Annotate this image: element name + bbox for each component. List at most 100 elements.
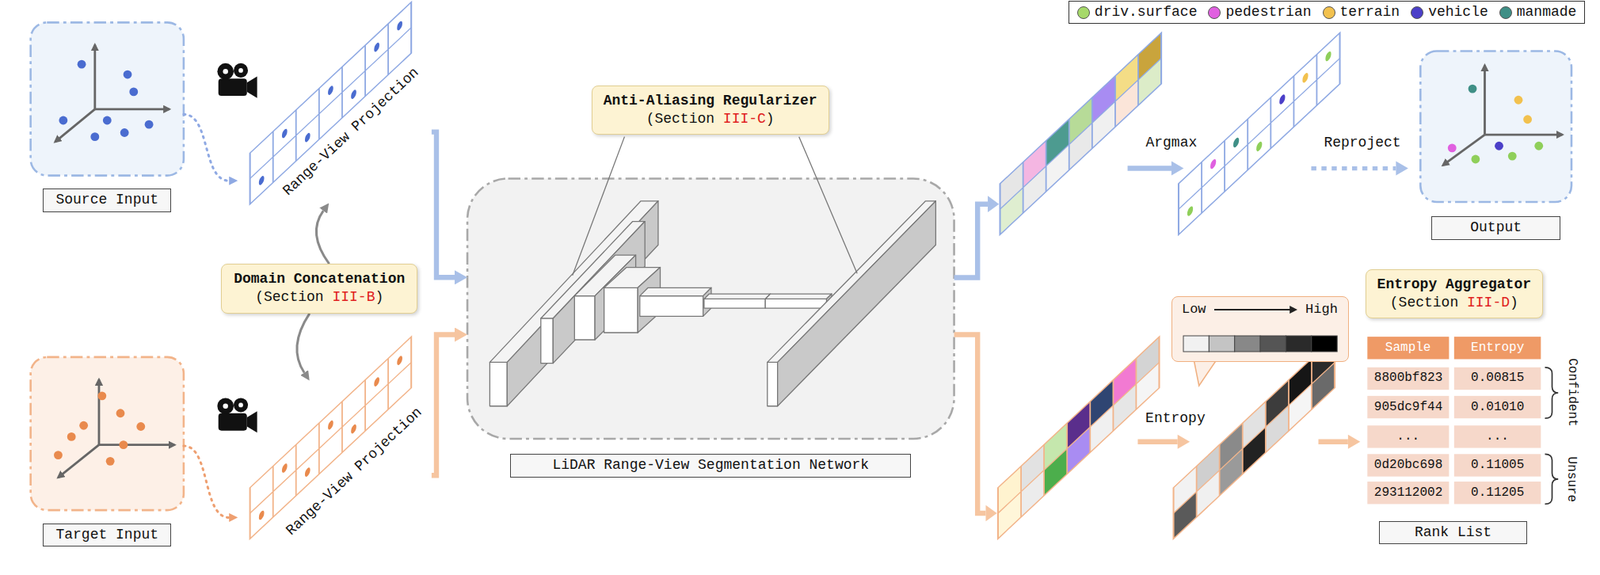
label-grid (1302, 71, 1308, 85)
connector (316, 210, 329, 264)
legend-item: pedestrian (1207, 3, 1311, 22)
box-title: Domain Concatenation (231, 270, 408, 289)
prediction-grid (1138, 58, 1162, 106)
output-point-cloud (1443, 134, 1486, 166)
output-point-cloud (1523, 114, 1532, 124)
entropy-grid (1265, 405, 1289, 453)
network-illustration (489, 201, 936, 407)
output-point-cloud (1514, 95, 1524, 105)
label-grid (1178, 32, 1341, 235)
rank-table (1367, 336, 1449, 359)
section-number: III-D (1466, 294, 1510, 311)
source-point-cloud (90, 132, 100, 141)
network-illustration (572, 137, 858, 276)
connector (431, 132, 455, 279)
target-point-cloud (97, 391, 107, 400)
prediction-grid (998, 336, 1160, 539)
legend-swatch (1322, 6, 1336, 20)
prediction-grid (1115, 80, 1139, 127)
output-point-cloud (1468, 84, 1478, 94)
module-box: Anti-Aliasing Regularizer(Section III-C) (591, 85, 830, 136)
legend-item: terrain (1322, 3, 1401, 22)
prediction-grid (1000, 32, 1162, 235)
source-point-cloud (93, 45, 96, 110)
prediction-grid (1089, 405, 1113, 453)
output-point-cloud (1534, 141, 1543, 151)
network-illustration (552, 221, 645, 364)
prediction-grid (998, 491, 1021, 539)
rank-table (1454, 396, 1542, 419)
table-cell: 8800bf823 (1374, 369, 1443, 387)
source-point-cloud (30, 22, 184, 176)
label-grid (1256, 139, 1262, 153)
network-illustration (506, 201, 659, 407)
network-illustration (467, 137, 955, 439)
network-region: LiDAR Range-View Segmentation Network (467, 178, 955, 439)
legend-item: vehicle (1410, 3, 1489, 22)
range-view-projection: Range-View Projection (237, 380, 432, 557)
prediction-grid (1112, 384, 1136, 431)
section-number: III-B (331, 289, 375, 305)
flow-arrow (1318, 439, 1348, 445)
network-illustration (777, 201, 937, 407)
bracket-label: Unsure (1562, 457, 1580, 503)
prediction-grid (1066, 426, 1090, 474)
callout-tail (1193, 360, 1216, 386)
source-point-cloud (95, 107, 170, 111)
target-point-cloud (53, 450, 63, 460)
network-illustration (765, 293, 832, 299)
output-point-cloud (1470, 155, 1480, 164)
network-illustration (640, 287, 712, 296)
network-illustration (574, 296, 595, 340)
prediction-grid (1069, 122, 1093, 170)
legend-swatch (1499, 6, 1513, 20)
label-grid (1279, 92, 1285, 107)
entropy-grid (1311, 362, 1335, 410)
range-image-grid (281, 126, 288, 140)
entropy-grid (1173, 336, 1336, 539)
flow-arrow (985, 505, 997, 522)
flow-arrow (1127, 165, 1172, 171)
entropy-scale-callout: LowHigh (1171, 296, 1349, 363)
prediction-grid (1020, 470, 1044, 518)
table-cell: 0.00815 (1470, 369, 1524, 387)
prediction-grid (1000, 32, 1162, 235)
rank-table (1367, 481, 1449, 504)
source-point-cloud (58, 60, 153, 141)
target-point-cloud (57, 445, 100, 478)
output-point-cloud (1494, 141, 1504, 151)
entropy-grid (1173, 491, 1197, 539)
camera-icon (247, 76, 258, 99)
source-point-cloud (144, 120, 154, 130)
target-point-cloud (106, 457, 115, 466)
legend-swatch (1207, 6, 1221, 20)
label-grid (1210, 157, 1216, 172)
rank-table (1454, 367, 1542, 390)
label-grid (1178, 32, 1341, 235)
camera-icon (238, 403, 244, 408)
entropy-grid (1173, 336, 1336, 539)
target-point-cloud (136, 422, 145, 431)
flow-arrow (1310, 166, 1396, 171)
entropy-swatch (1208, 335, 1235, 352)
flow-arrow (1177, 434, 1190, 450)
range-image-grid (259, 174, 265, 187)
entropy-swatches (1181, 334, 1339, 355)
range-image-grid (350, 87, 357, 101)
arrow-label: Argmax (1145, 133, 1197, 153)
network-illustration (540, 318, 553, 364)
source-point-cloud (77, 60, 87, 69)
connector (297, 313, 310, 374)
network-illustration (604, 287, 639, 333)
prediction-grid (1046, 144, 1070, 191)
output-point-cloud (1484, 133, 1562, 137)
target-point-cloud (99, 443, 175, 446)
input-plot: Source Input (30, 22, 184, 176)
network-illustration (767, 361, 778, 406)
entropy-grid (1173, 336, 1336, 539)
rank-table (1454, 425, 1542, 448)
table-header: Entropy (1470, 339, 1524, 357)
camera-icon (233, 63, 248, 78)
output-point-cloud (1447, 143, 1457, 153)
